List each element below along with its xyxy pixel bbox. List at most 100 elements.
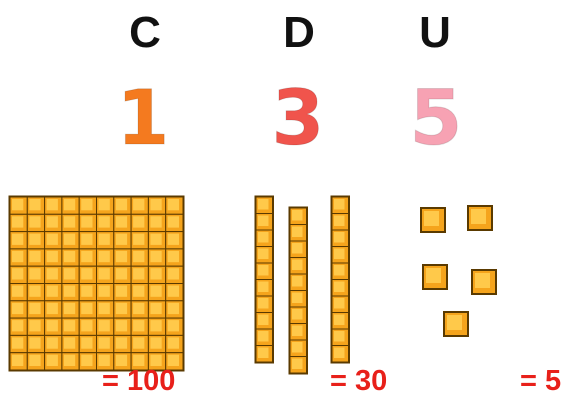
hundred-cell-shine: [133, 251, 144, 262]
ten-rod-cell-shine: [258, 216, 269, 227]
ten-rod-cell-shine: [334, 315, 345, 326]
hundred-cell-shine: [81, 303, 92, 314]
hundred-cell-shine: [168, 216, 179, 227]
hundred-cell-shine: [150, 303, 161, 314]
hundred-cell-shine: [168, 337, 179, 348]
unit-cube-shine: [447, 315, 462, 330]
hundred-cell-shine: [168, 303, 179, 314]
unit-cubes: [421, 206, 496, 336]
ten-rod-cell-shine: [334, 249, 345, 260]
hundred-cell-shine: [116, 216, 127, 227]
hundred-cell-shine: [64, 337, 75, 348]
hundred-cell-shine: [116, 268, 127, 279]
hundred-cell-shine: [64, 320, 75, 331]
hundred-cell-shine: [116, 286, 127, 297]
hundred-cell-shine: [12, 199, 23, 210]
ten-rod-cell-shine: [334, 298, 345, 309]
hundred-cell-shine: [150, 337, 161, 348]
hundred-cell-shine: [133, 320, 144, 331]
hundred-cell-shine: [29, 199, 40, 210]
hundred-cell-shine: [64, 355, 75, 366]
hundred-cell-shine: [12, 320, 23, 331]
hundred-cell-shine: [99, 234, 110, 245]
hundred-cell-shine: [12, 268, 23, 279]
hundred-cell-shine: [99, 286, 110, 297]
ten-rod-cell-shine: [334, 232, 345, 243]
hundred-cell-shine: [47, 286, 58, 297]
hundred-cell-shine: [81, 216, 92, 227]
hundred-cell-shine: [150, 286, 161, 297]
hundred-cell-shine: [64, 234, 75, 245]
hundred-cell-shine: [81, 234, 92, 245]
hundred-cell-shine: [29, 216, 40, 227]
hundred-cell-shine: [12, 234, 23, 245]
hundred-cell-shine: [81, 268, 92, 279]
hundred-cell-shine: [12, 303, 23, 314]
unit-cube-shine: [426, 268, 441, 283]
ten-rod-cell-shine: [258, 232, 269, 243]
hundred-cell-shine: [99, 337, 110, 348]
unit-cube-shine: [475, 273, 490, 288]
hundred-cell-shine: [29, 268, 40, 279]
hundred-cell-shine: [81, 251, 92, 262]
ten-rod-cell-shine: [334, 199, 345, 210]
hundred-cell-shine: [47, 234, 58, 245]
ten-rod-cell-shine: [258, 265, 269, 276]
unit-cube-shine: [424, 211, 439, 226]
hundred-cell-shine: [12, 337, 23, 348]
hundred-cell-shine: [29, 355, 40, 366]
ten-rod-cell-shine: [292, 227, 303, 238]
ten-rod-cell-shine: [292, 276, 303, 287]
hundred-cell-shine: [133, 268, 144, 279]
hundred-cell-shine: [64, 216, 75, 227]
hundred-cell-shine: [168, 286, 179, 297]
hundred-cell-shine: [29, 337, 40, 348]
hundred-cell-shine: [81, 320, 92, 331]
hundred-cell-shine: [133, 199, 144, 210]
hundred-cell-shine: [99, 199, 110, 210]
hundred-cell-shine: [47, 355, 58, 366]
hundred-cell-shine: [29, 251, 40, 262]
hundred-cell-shine: [29, 303, 40, 314]
hundred-cell-shine: [150, 268, 161, 279]
ten-rod-cell-shine: [258, 282, 269, 293]
ten-rod-cell-shine: [292, 309, 303, 320]
hundred-cell-shine: [81, 286, 92, 297]
hundred-cell-shine: [47, 337, 58, 348]
hundred-cell-shine: [150, 251, 161, 262]
hundred-cell-shine: [47, 320, 58, 331]
hundred-cell-shine: [64, 286, 75, 297]
hundred-cell-shine: [133, 286, 144, 297]
hundred-cell-shine: [150, 320, 161, 331]
ten-rod-cell-shine: [334, 282, 345, 293]
ten-rod-cell-shine: [292, 243, 303, 254]
hundred-cell-shine: [64, 251, 75, 262]
hundred-cell-shine: [81, 199, 92, 210]
ten-rod-cell-shine: [334, 216, 345, 227]
total-units: = 5: [520, 364, 561, 398]
hundred-cell-shine: [168, 251, 179, 262]
hundred-cell-shine: [116, 320, 127, 331]
hundred-cell-shine: [133, 303, 144, 314]
ten-rod-cell-shine: [334, 265, 345, 276]
hundred-cell-shine: [47, 268, 58, 279]
hundred-cell-shine: [47, 199, 58, 210]
hundred-cell-shine: [64, 303, 75, 314]
hundred-cell-shine: [29, 234, 40, 245]
hundred-cell-shine: [116, 234, 127, 245]
hundred-flat: [9, 196, 184, 371]
ten-rod-cell-shine: [258, 199, 269, 210]
ten-rod-cell-shine: [292, 342, 303, 353]
hundred-cell-shine: [64, 199, 75, 210]
hundred-cell-shine: [116, 199, 127, 210]
total-hundreds: = 100: [102, 364, 175, 398]
hundred-cell-shine: [168, 199, 179, 210]
hundred-cell-shine: [150, 199, 161, 210]
ten-rods: [255, 196, 350, 374]
hundred-cell-shine: [29, 286, 40, 297]
ten-rod-cell-shine: [258, 249, 269, 260]
ten-rod-cell-shine: [292, 260, 303, 271]
hundred-cell-shine: [99, 216, 110, 227]
hundred-cell-shine: [116, 251, 127, 262]
